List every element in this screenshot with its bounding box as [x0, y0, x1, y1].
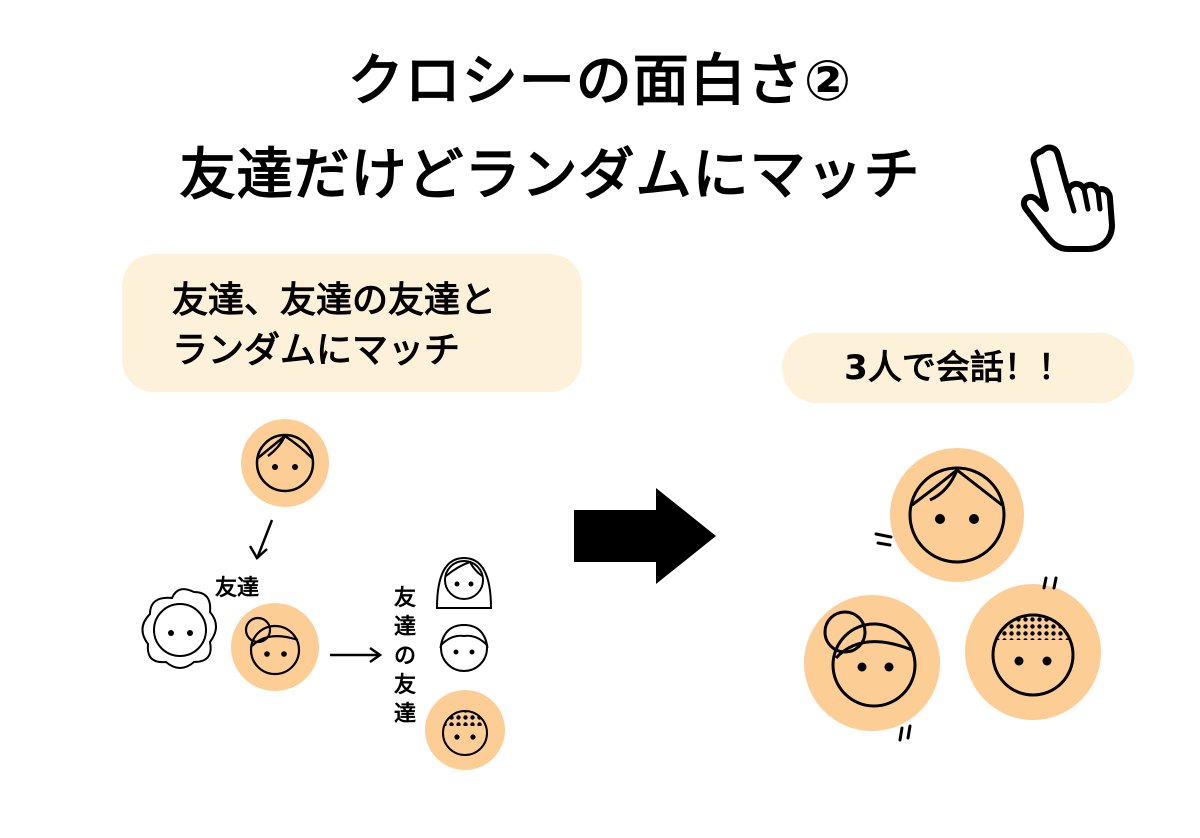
left-bubble-line-1: 友達、友達の友達と [172, 280, 497, 321]
right-speech-bubble: 3人で会話！！ [782, 333, 1134, 403]
right-arrow-icon [574, 488, 716, 584]
arrow-to-friend [248, 519, 274, 560]
group-face-top [874, 448, 1024, 582]
friend-face [231, 603, 319, 691]
pointing-hand-icon [1020, 144, 1115, 252]
outline-face-flower [141, 588, 217, 669]
title-line-1: クロシーの面白さ② [347, 49, 853, 114]
outline-face-short-hair [439, 623, 489, 672]
left-speech-bubble: 友達、友達の友達と ランダムにマッチ [122, 254, 582, 392]
label-friend-of-friend: 友達の友達 [393, 586, 416, 727]
arrow-to-friend-of-friend [330, 646, 383, 664]
group-face-bottom-right [965, 576, 1101, 720]
title-line-2: 友達だけどランダムにマッチ [179, 143, 921, 208]
group-face-bottom-left [804, 595, 940, 742]
outline-face-long-hair [435, 556, 493, 609]
friend-of-friend-face [425, 690, 505, 770]
left-bubble-line-2: ランダムにマッチ [172, 330, 461, 371]
you-face [241, 419, 329, 507]
label-friend: 友達 [215, 576, 260, 601]
